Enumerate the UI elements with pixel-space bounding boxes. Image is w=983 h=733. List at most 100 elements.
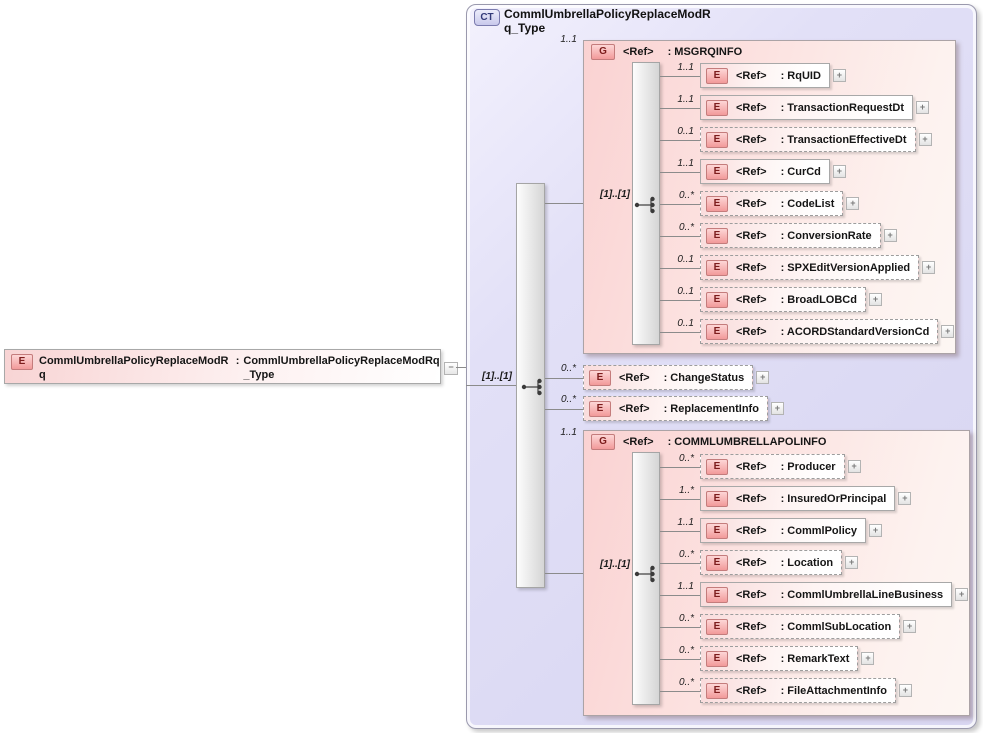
element-box[interactable]: E <Ref> : Producer [700,454,845,479]
element-box[interactable]: E <Ref> : Location [700,550,843,575]
element-label: : CodeList [780,197,835,210]
element-box[interactable]: E <Ref> : BroadLOBCd [700,287,866,312]
element-ref: <Ref> [736,293,767,306]
element-ref: <Ref> [736,556,767,569]
connector-line [466,385,522,386]
sequence-icon [520,377,546,397]
cardinality-label: 0..* [560,394,576,405]
group-label: : MSGRQINFO [667,46,743,58]
connector-line [545,378,583,379]
connector-line [545,409,583,410]
group-label: : COMMLUMBRELLAPOLINFO [667,436,827,448]
element-label: : SPXEditVersionApplied [780,261,911,274]
expand-icon[interactable]: + [846,197,860,210]
element-box[interactable]: E <Ref> : InsuredOrPrincipal [700,486,896,511]
element-box[interactable]: E <Ref> : CurCd [700,159,830,184]
cardinality-label: 0..1 [677,126,694,137]
expand-icon[interactable]: + [941,325,955,338]
collapse-icon[interactable]: − [444,362,458,375]
element-label: : CurCd [780,165,821,178]
element-ref: <Ref> [736,620,767,633]
element-box[interactable]: E <Ref> : CommlUmbrellaLineBusiness [700,582,953,607]
element-ref: <Ref> [736,492,767,505]
element-ref: <Ref> [736,460,767,473]
expand-icon[interactable]: + [868,524,882,537]
cardinality-label: 0..* [678,453,694,464]
element-label: : ConversionRate [780,229,872,242]
expand-icon[interactable]: + [845,556,859,569]
element-label: : CommlPolicy [780,524,857,537]
expand-icon[interactable]: + [955,588,969,601]
element-box[interactable]: E <Ref> : ReplacementInfo [583,396,768,421]
element-label: : TransactionRequestDt [780,101,905,114]
element-box[interactable]: E <Ref> : ChangeStatus [583,365,754,390]
cardinality-label: 0..* [678,190,694,201]
expand-icon[interactable]: + [861,652,875,665]
element-label: : ChangeStatus [663,371,745,384]
element-box[interactable]: E <Ref> : RemarkText [700,646,859,671]
element-ref: <Ref> [736,261,767,274]
expand-icon[interactable]: + [898,492,912,505]
element-badge: E [706,522,728,539]
element-badge: E [706,458,728,475]
expand-icon[interactable]: + [832,165,846,178]
expand-icon[interactable]: + [832,69,846,82]
connector-line [456,367,466,368]
element-label: : InsuredOrPrincipal [780,492,887,505]
expand-icon[interactable]: + [903,620,917,633]
element-box[interactable]: E <Ref> : SPXEditVersionApplied [700,255,920,280]
element-badge: E [706,259,728,276]
root-element-type: CommlUmbrellaPolicyReplaceModRq_Type [243,355,440,381]
element-label: : Location [780,556,834,569]
cardinality-label: [1]..[1] [482,371,512,382]
cardinality-label: [1]..[1] [600,559,630,570]
group-badge: G [591,44,615,60]
element-box[interactable]: E <Ref> : FileAttachmentInfo [700,678,896,703]
element-box[interactable]: E <Ref> : CommlPolicy [700,518,866,543]
sequence-icon [633,564,659,584]
cardinality-label: 0..* [678,645,694,656]
element-box[interactable]: E <Ref> : CodeList [700,191,844,216]
element-ref: <Ref> [736,133,767,146]
element-ref: <Ref> [619,402,650,415]
element-badge: E [706,291,728,308]
expand-icon[interactable]: + [898,684,912,697]
root-element-box[interactable]: E CommlUmbrellaPolicyReplaceModRq : Comm… [4,349,441,384]
expand-icon[interactable]: + [918,133,932,146]
element-box[interactable]: E <Ref> : CommlSubLocation [700,614,901,639]
cardinality-label: 1..1 [677,158,694,169]
element-box[interactable]: E <Ref> : ConversionRate [700,223,881,248]
element-badge: E [589,400,611,417]
expand-icon[interactable]: + [883,229,897,242]
element-badge: E [706,99,728,116]
element-box[interactable]: E <Ref> : RqUID [700,63,830,88]
element-label: : ACORDStandardVersionCd [780,325,930,338]
cardinality-label: 0..* [560,363,576,374]
group-ref: <Ref> [623,46,654,58]
element-ref: <Ref> [736,101,767,114]
element-label: : RqUID [780,69,821,82]
element-box[interactable]: E <Ref> : ACORDStandardVersionCd [700,319,939,344]
cardinality-label: [1]..[1] [600,189,630,200]
element-ref: <Ref> [736,69,767,82]
expand-icon[interactable]: + [847,460,861,473]
element-ref: <Ref> [736,197,767,210]
group-badge: G [591,434,615,450]
element-ref: <Ref> [736,524,767,537]
cardinality-label: 1..1 [560,34,577,45]
expand-icon[interactable]: + [922,261,936,274]
element-badge: E [706,682,728,699]
expand-icon[interactable]: + [770,402,784,415]
element-badge: E [11,354,33,370]
cardinality-label: 1..1 [560,427,577,438]
group-header: G <Ref> : COMMLUMBRELLAPOLINFO [591,434,826,450]
expand-icon[interactable]: + [756,371,770,384]
cardinality-label: 0..* [678,613,694,624]
element-box[interactable]: E <Ref> : TransactionRequestDt [700,95,914,120]
expand-icon[interactable]: + [868,293,882,306]
element-box[interactable]: E <Ref> : TransactionEffectiveDt [700,127,916,152]
cardinality-label: 0..1 [677,318,694,329]
element-badge: E [706,227,728,244]
element-badge: E [706,586,728,603]
expand-icon[interactable]: + [916,101,930,114]
